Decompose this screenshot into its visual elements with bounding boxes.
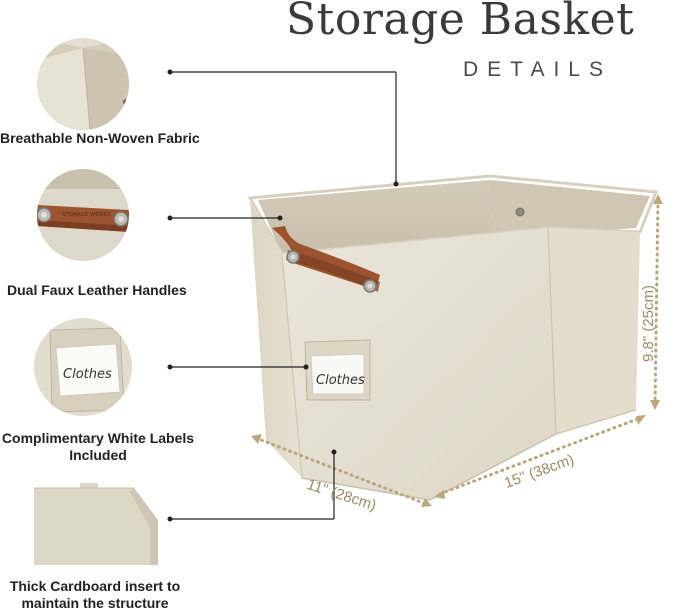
callout-lines: [170, 71, 397, 520]
fabric-corner-icon: [37, 38, 129, 130]
feature-fabric-text: Breathable Non-Woven Fabric: [0, 130, 200, 146]
cardboard-insert-icon: [34, 483, 158, 565]
dimension-height: 9.8" (25cm): [640, 284, 657, 362]
label-pocket-icon: Clothes: [34, 318, 132, 416]
feature-labels-line1: Complimentary White Labels: [1, 430, 195, 446]
dimension-lines: [254, 198, 660, 506]
feature-handles-text: Dual Faux Leather Handles: [7, 282, 187, 298]
page-title: Storage Basket: [286, 0, 635, 45]
label-pocket: Clothes: [304, 339, 371, 401]
page-subtitle: DETAILS: [463, 58, 612, 81]
handle-stamp: STORAGE WORKS: [62, 212, 111, 218]
feature-insert-label: Thick Cardboard insert to maintain the s…: [6, 578, 184, 612]
feature-handles-label: Dual Faux Leather Handles: [7, 282, 187, 299]
leather-handle: [272, 226, 380, 293]
feature-insert-line2: maintain the structure: [21, 595, 169, 611]
basket-label-text: Clothes: [316, 373, 365, 388]
feature-insert-line1: Thick Cardboard insert to: [9, 578, 181, 594]
leather-handle-icon: STORAGE WORKS: [37, 169, 129, 261]
feature-fabric-label: Breathable Non-Woven Fabric: [0, 130, 200, 147]
feature-labels-label: Complimentary White Labels Included: [0, 430, 196, 464]
storage-basket: Clothes: [247, 174, 659, 501]
feature-labels-line2: Included: [69, 447, 127, 463]
detail-label-text: Clothes: [63, 367, 112, 382]
